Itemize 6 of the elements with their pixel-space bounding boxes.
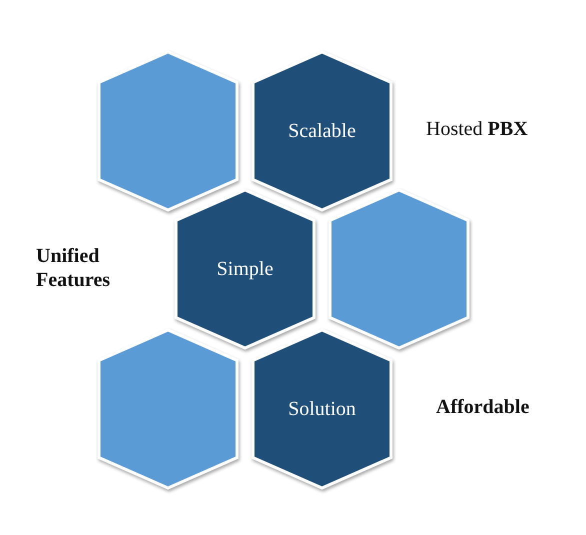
feature-label: Affordable — [436, 395, 530, 419]
feature-label: Hosted PBX — [426, 117, 528, 141]
tile-label: Solution — [288, 398, 356, 420]
tile-label: Simple — [216, 258, 274, 280]
tile-label: Scalable — [288, 120, 356, 142]
feature-label: Unified Features — [36, 244, 112, 292]
